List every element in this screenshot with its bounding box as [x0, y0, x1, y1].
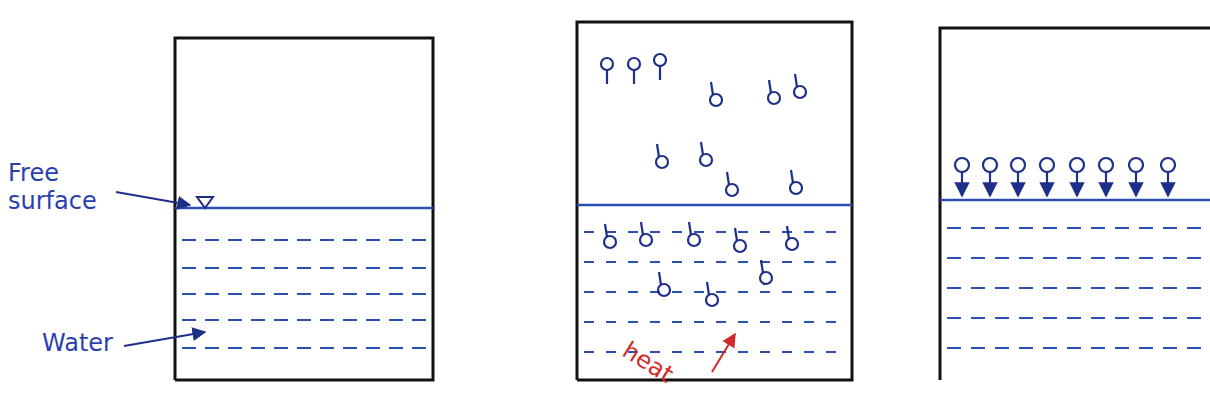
water-dashes	[182, 240, 428, 348]
water-dashes	[947, 228, 1210, 348]
water-surface	[577, 204, 852, 207]
molecules	[601, 54, 806, 306]
annotation-label: Water	[42, 330, 142, 358]
water-surface	[940, 199, 1210, 202]
container	[175, 38, 433, 380]
surface-molecules	[955, 158, 1175, 196]
heat-arrow	[712, 334, 735, 372]
container	[940, 28, 1210, 380]
free-surface-symbol	[197, 197, 213, 208]
annotation-label: Free surface	[8, 160, 118, 215]
leader-line	[116, 192, 190, 205]
leader-line	[124, 332, 205, 346]
annotation-label: heat	[617, 337, 699, 403]
container	[577, 22, 852, 380]
water-dashes	[584, 232, 848, 352]
water-surface	[175, 207, 433, 210]
